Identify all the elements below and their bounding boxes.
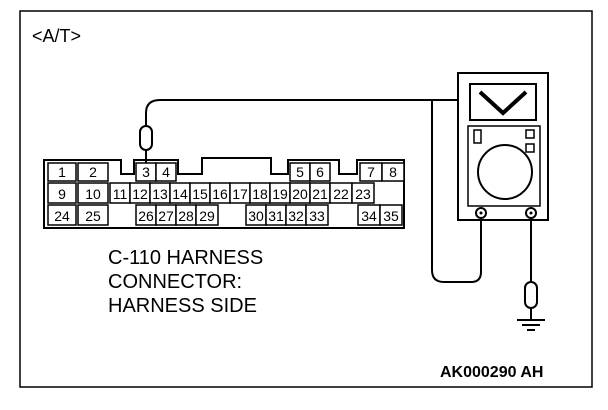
pin-17: 17 bbox=[229, 182, 251, 204]
pin-label: 23 bbox=[355, 186, 371, 202]
pin-label: 14 bbox=[172, 186, 188, 202]
pin-15: 15 bbox=[189, 182, 211, 204]
pin-5: 5 bbox=[289, 162, 311, 182]
pin-label: 13 bbox=[152, 186, 168, 202]
pin-20: 20 bbox=[289, 182, 311, 204]
pin-label: 8 bbox=[389, 164, 397, 180]
pin-label: 3 bbox=[142, 164, 150, 180]
pin-1: 1 bbox=[47, 162, 77, 182]
pin-label: 24 bbox=[54, 208, 70, 224]
pin-label: 21 bbox=[312, 186, 328, 202]
voltmeter-icon bbox=[457, 72, 549, 221]
pin-19: 19 bbox=[269, 182, 291, 204]
pin-label: 2 bbox=[89, 164, 97, 180]
pin-label: 32 bbox=[288, 208, 304, 224]
figure-code: AK000290 AH bbox=[440, 364, 543, 381]
pin-label: 11 bbox=[113, 186, 128, 202]
ground-probe-icon bbox=[524, 281, 538, 309]
meter-lead bbox=[431, 100, 482, 283]
pin-33: 33 bbox=[305, 204, 329, 226]
caption-line-2: CONNECTOR: bbox=[108, 271, 242, 293]
pin-label: 20 bbox=[292, 186, 308, 202]
pin-30: 30 bbox=[245, 204, 267, 226]
pin-21: 21 bbox=[309, 182, 331, 204]
pin-35: 35 bbox=[379, 204, 403, 226]
pin-label: 31 bbox=[268, 208, 284, 224]
pin-32: 32 bbox=[285, 204, 307, 226]
pin-10: 10 bbox=[77, 182, 109, 204]
pin-9: 9 bbox=[47, 182, 77, 204]
pin-label: 17 bbox=[232, 186, 248, 202]
pin-label: 19 bbox=[272, 186, 288, 202]
pin-14: 14 bbox=[169, 182, 191, 204]
pin-label: 30 bbox=[248, 208, 264, 224]
pin-label: 22 bbox=[333, 186, 349, 202]
pin-12: 12 bbox=[129, 182, 151, 204]
pin-2: 2 bbox=[77, 162, 109, 182]
pin-label: 26 bbox=[138, 208, 154, 224]
pin-11: 11 bbox=[109, 182, 131, 204]
pin-label: 9 bbox=[58, 186, 66, 202]
pin-18: 18 bbox=[249, 182, 271, 204]
pin-29: 29 bbox=[195, 204, 219, 226]
pin-16: 16 bbox=[209, 182, 231, 204]
pin-34: 34 bbox=[357, 204, 381, 226]
pin-7: 7 bbox=[359, 162, 383, 182]
ground-icon bbox=[517, 319, 545, 331]
pin-22: 22 bbox=[329, 182, 353, 204]
pin-label: 29 bbox=[199, 208, 215, 224]
pin-31: 31 bbox=[265, 204, 287, 226]
probe-tip-icon bbox=[139, 125, 153, 151]
pin-label: 15 bbox=[192, 186, 208, 202]
pin-label: 18 bbox=[252, 186, 268, 202]
caption-line-3: HARNESS SIDE bbox=[108, 295, 257, 317]
pin-label: 5 bbox=[296, 164, 304, 180]
pin-label: 34 bbox=[361, 208, 377, 224]
pin-label: 35 bbox=[383, 208, 399, 224]
pin-24: 24 bbox=[47, 204, 77, 226]
pin-label: 16 bbox=[212, 186, 228, 202]
pin-label: 12 bbox=[132, 186, 148, 202]
pin-4: 4 bbox=[155, 162, 177, 182]
ground-lead bbox=[517, 218, 545, 331]
pin-28: 28 bbox=[175, 204, 197, 226]
pin-label: 6 bbox=[316, 164, 324, 180]
pin-label: 33 bbox=[309, 208, 325, 224]
figure-label: <A/T> bbox=[32, 26, 81, 46]
pin-26: 26 bbox=[135, 204, 157, 226]
pin-label: 25 bbox=[85, 208, 101, 224]
pin-13: 13 bbox=[149, 182, 171, 204]
pin-label: 27 bbox=[158, 208, 174, 224]
pin-25: 25 bbox=[77, 204, 109, 226]
pin-8: 8 bbox=[381, 162, 405, 182]
pin-6: 6 bbox=[309, 162, 331, 182]
pin-27: 27 bbox=[155, 204, 177, 226]
pin-label: 10 bbox=[85, 186, 101, 202]
caption-line-1: C-110 HARNESS bbox=[108, 247, 263, 269]
connector-body bbox=[43, 157, 405, 229]
pin-23: 23 bbox=[351, 182, 375, 204]
pin-label: 1 bbox=[58, 164, 66, 180]
pin-label: 4 bbox=[162, 164, 170, 180]
pin-label: 28 bbox=[178, 208, 194, 224]
pin-label: 7 bbox=[367, 164, 375, 180]
figure-frame bbox=[19, 10, 593, 388]
pin-3: 3 bbox=[135, 162, 157, 182]
